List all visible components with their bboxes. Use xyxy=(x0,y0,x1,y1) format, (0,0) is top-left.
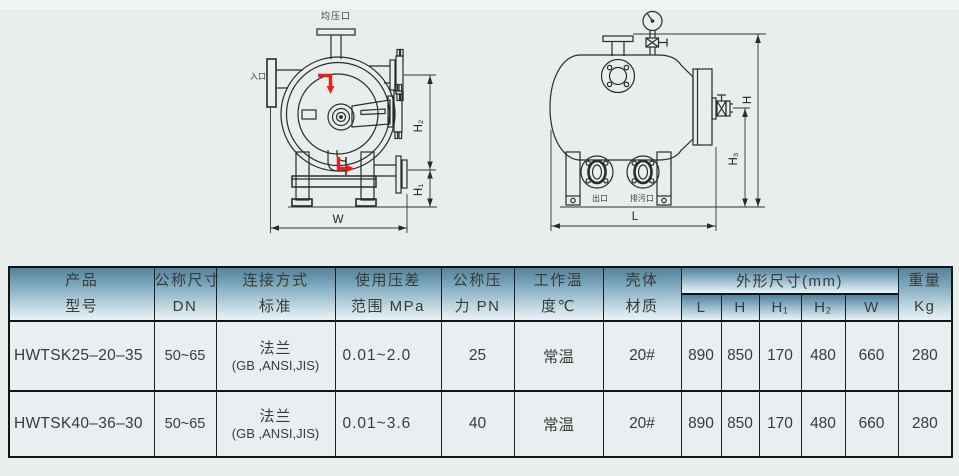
cell-dn: 50~65 xyxy=(153,390,217,458)
dim-h3-label: H₃ xyxy=(728,152,740,165)
col-header-dim-w: W xyxy=(844,293,899,322)
spec-table: 产品 型号 公称尺寸 DN 连接方式 标准 使用压差 范围 MPa 公称压 xyxy=(8,266,954,458)
col-header-shell-material: 壳体 材质 xyxy=(602,266,682,322)
cell-connection: 法兰 (GB ,ANSI,JIS) xyxy=(215,320,336,392)
outlet-label: 出口 xyxy=(592,193,608,203)
header-text: 产品 xyxy=(65,272,99,289)
cell-weight: 280 xyxy=(897,390,953,458)
connection-type: 法兰 xyxy=(259,340,292,357)
connection-standards: (GB ,ANSI,JIS) xyxy=(231,358,320,373)
inlet-label: 入口 xyxy=(250,72,266,81)
connection-type: 法兰 xyxy=(259,408,292,425)
dim-h-label: H xyxy=(742,96,754,104)
cell-dim-h: 850 xyxy=(720,390,760,458)
side-view-dimensions xyxy=(550,33,766,231)
front-view-drawing xyxy=(266,28,408,207)
table-row: HWTSK40–36–30 50~65 法兰 (GB ,ANSI,JIS) 0.… xyxy=(8,390,953,458)
cell-dim-h2: 480 xyxy=(800,390,846,458)
technical-drawing: 均压口 入口 H₂ H₁ W xyxy=(250,10,766,233)
cell-connection: 法兰 (GB ,ANSI,JIS) xyxy=(215,390,336,458)
cell-weight: 280 xyxy=(897,320,953,392)
col-header-temperature: 工作温 度℃ xyxy=(513,266,604,322)
header-text: DN xyxy=(172,298,198,315)
cell-shell-material: 20# xyxy=(602,320,682,392)
side-view-dimension-arrows xyxy=(552,34,761,229)
header-text: 公称压 xyxy=(452,272,503,289)
cell-pn: 40 xyxy=(440,390,515,458)
cell-dim-l: 890 xyxy=(680,320,722,392)
header-text: 材质 xyxy=(625,298,659,315)
col-header-connection: 连接方式 标准 xyxy=(215,266,336,322)
col-header-dn: 公称尺寸 DN xyxy=(153,266,221,322)
table-row: HWTSK25–20–35 50~65 法兰 (GB ,ANSI,JIS) 0.… xyxy=(8,320,953,392)
cell-temperature: 常温 xyxy=(513,320,604,392)
col-header-dim-h1: H₁ xyxy=(758,293,802,322)
cell-temperature: 常温 xyxy=(513,390,604,458)
dim-w-label: W xyxy=(333,214,344,226)
side-view-drawing xyxy=(549,10,733,206)
dim-h2-label: H₂ xyxy=(413,120,425,133)
header-text: 重量 xyxy=(908,272,942,289)
cell-dim-h1: 170 xyxy=(758,320,802,392)
header-text: 范围 MPa xyxy=(350,298,425,315)
col-header-dimensions-group: 外形尺寸(mm) xyxy=(680,266,899,295)
cell-dim-l: 890 xyxy=(680,390,722,458)
cell-dn: 50~65 xyxy=(153,320,217,392)
header-text: Kg xyxy=(914,298,936,315)
header-text: 工作温 xyxy=(533,272,584,289)
equalizing-port-label: 均压口 xyxy=(321,10,351,21)
header-text: 度℃ xyxy=(541,298,576,315)
header-text: 使用压差 xyxy=(354,272,421,289)
header-text: 型号 xyxy=(65,298,99,315)
cell-dim-w: 660 xyxy=(844,390,899,458)
cell-pressure-range: 0.01~3.6 xyxy=(334,390,442,458)
cell-dim-h2: 480 xyxy=(800,320,846,392)
drain-port-label: 排污口 xyxy=(630,193,654,203)
col-header-model: 产品 型号 xyxy=(8,266,155,322)
header-text: 公称尺寸 xyxy=(154,272,221,289)
cell-dim-w: 660 xyxy=(844,320,899,392)
cell-shell-material: 20# xyxy=(602,390,682,458)
col-header-dim-h2: H₂ xyxy=(800,293,846,322)
header-text: 壳体 xyxy=(625,272,659,289)
cell-model: HWTSK40–36–30 xyxy=(8,390,155,458)
cell-dim-h1: 170 xyxy=(758,390,802,458)
cell-pressure-range: 0.01~2.0 xyxy=(334,320,442,392)
dim-h1-label: H₁ xyxy=(413,184,425,196)
header-text: 力 PN xyxy=(454,298,501,315)
cell-pn: 25 xyxy=(440,320,515,392)
col-header-pressure-range: 使用压差 范围 MPa xyxy=(334,266,442,322)
connection-standards: (GB ,ANSI,JIS) xyxy=(231,426,320,441)
dim-l-label: L xyxy=(632,211,639,223)
col-header-weight: 重量 Kg xyxy=(897,266,953,322)
col-header-dim-l: L xyxy=(680,293,722,322)
flow-direction-arrows xyxy=(318,73,355,173)
header-text: 标准 xyxy=(258,298,292,315)
cell-dim-h: 850 xyxy=(720,320,760,392)
col-header-pn: 公称压 力 PN xyxy=(440,266,515,322)
header-text: 连接方式 xyxy=(242,272,309,289)
front-view-dimensions xyxy=(270,74,437,233)
col-header-dim-h: H xyxy=(720,293,760,322)
front-view-dimension-arrows xyxy=(271,75,433,231)
cell-model: HWTSK25–20–35 xyxy=(8,320,155,392)
